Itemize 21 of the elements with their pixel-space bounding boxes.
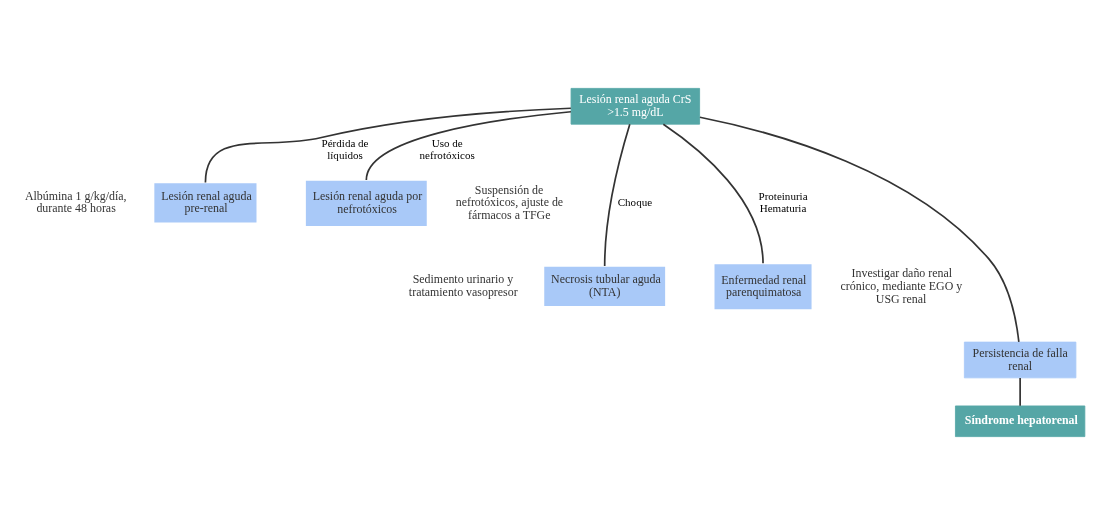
node-box: Lesión renal aguda por nefrotóxicos xyxy=(305,180,427,226)
node-label: Albúmina 1 g/kg/día, durante 48 horas xyxy=(24,188,127,216)
node-box: Necrosis tubular aguda (NTA) xyxy=(544,266,666,306)
edge-label: Uso de nefrotóxicos xyxy=(419,136,475,161)
node-box: Lesión renal aguda pre-renal xyxy=(154,183,257,223)
node-box: Lesión renal aguda CrS >1.5 mg/dL xyxy=(570,88,701,125)
node-label: Investigar daño renal crónico, mediante EGO y USG renal xyxy=(840,266,963,306)
node-box: Enfermedad renal parenquimatosa xyxy=(714,264,812,310)
edge-label: Proteinuria Hematuria xyxy=(758,189,808,214)
connector xyxy=(204,107,572,184)
edge-label: Choque xyxy=(617,195,653,208)
edge-label: Pérdida de líquidos xyxy=(321,136,369,161)
connector xyxy=(1019,377,1021,407)
connector xyxy=(662,123,764,265)
connector xyxy=(365,110,572,181)
node-label: Suspensión de nefrotóxicos, ajuste de fármacos a TFGe xyxy=(455,182,564,223)
connector xyxy=(699,116,1020,343)
node-box: Síndrome hepatorenal xyxy=(955,405,1086,437)
node-label: Sedimento urinario y tratamiento vasopresor xyxy=(408,272,518,299)
connector xyxy=(603,123,631,267)
node-box: Persistencia de falla renal xyxy=(963,341,1077,379)
